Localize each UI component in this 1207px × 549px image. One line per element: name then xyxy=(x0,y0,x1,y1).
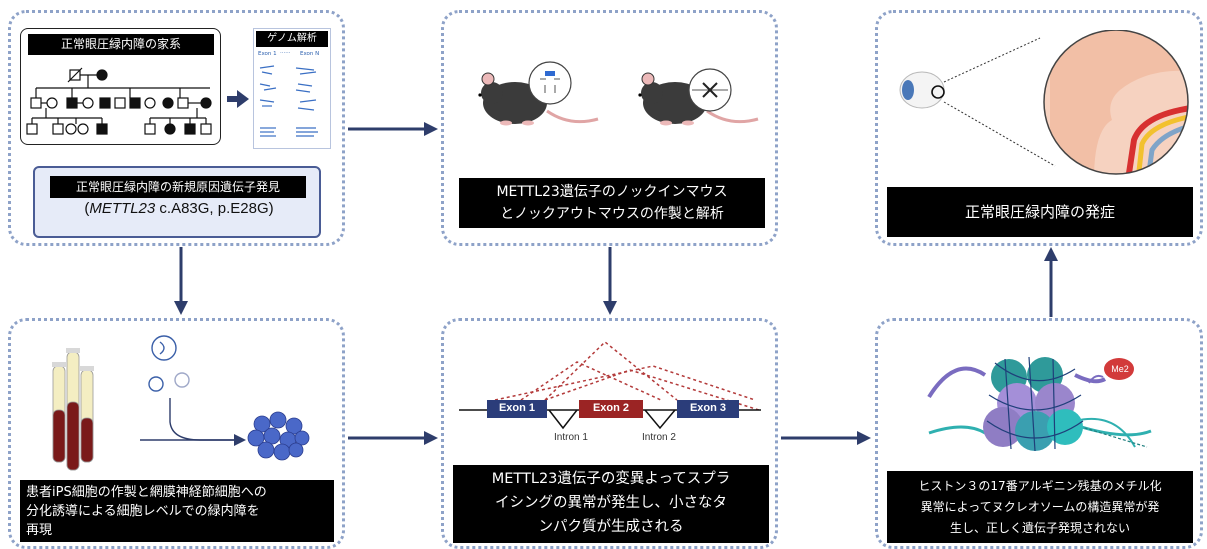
arrow-splicing-to-histone xyxy=(781,431,871,445)
me2-label: Me2 xyxy=(1111,364,1129,374)
exon-2-label: Exon 2 xyxy=(592,402,630,414)
eye-illustration xyxy=(899,30,1189,175)
exon-3-label: Exon 3 xyxy=(689,402,727,414)
discovery-variant: (METTL23 c.A83G, p.E28G) xyxy=(64,200,294,217)
arrow-family-to-mouse xyxy=(348,122,438,136)
mouse-caption-line1: METTL23遺伝子のノックインマウス xyxy=(496,184,728,200)
histone-caption-line3: 生し、正しく遺伝子発現されない xyxy=(949,521,1130,535)
exon-1-label: Exon 1 xyxy=(498,402,536,414)
genome-doc xyxy=(253,28,331,149)
genome-dots: ...... xyxy=(280,49,291,55)
histone-caption-line2: 異常によってヌクレオソームの構造異常が発 xyxy=(920,500,1160,514)
arrow-mouse-to-splicing xyxy=(603,247,617,315)
ips-caption-line2: 分化誘導による細胞レベルでの緑内障を xyxy=(26,504,260,519)
ips-caption: 患者iPS細胞の作製と網膜神経節細胞への 分化誘導による細胞レベルでの緑内障を … xyxy=(20,480,334,542)
sequence-reads xyxy=(259,65,318,137)
histone-caption-line1: ヒストン３の17番アルギニン残基のメチル化 xyxy=(918,479,1162,493)
genome-title: ゲノム解析 xyxy=(256,31,328,47)
splicing-caption-line3: ンパク質が生成される xyxy=(538,519,684,535)
family-title: 正常眼圧緑内障の家系 xyxy=(28,34,214,55)
arrow-histone-to-onset xyxy=(1044,247,1058,317)
ips-caption-line3: 再現 xyxy=(26,523,53,538)
arrow-ips-to-splicing xyxy=(348,431,438,445)
splicing-caption: METTL23遺伝子の変異よってスプラ イシングの異常が発生し、小さなタ ンパク… xyxy=(453,465,769,543)
blood-tubes-illustration xyxy=(52,348,94,471)
nucleosome-illustration xyxy=(927,356,1152,452)
genome-exon-n-label: Exon N xyxy=(300,51,320,57)
splicing-diagram xyxy=(459,341,761,430)
splicing-caption-line2: イシングの異常が発生し、小さなタ xyxy=(495,495,727,511)
intron-1-label: Intron 1 xyxy=(554,432,588,443)
arrow-family-to-ips xyxy=(174,247,188,315)
splicing-caption-line1: METTL23遺伝子の変異よってスプラ xyxy=(491,471,731,487)
variant-text: c.A83G, p.E28G) xyxy=(155,200,274,217)
intron-2-label: Intron 2 xyxy=(642,432,676,443)
pedigree-chart xyxy=(26,67,212,135)
gene-name: METTL23 xyxy=(89,200,156,217)
virus-to-ips-illustration xyxy=(140,335,310,461)
genome-exon-1-label: Exon 1 xyxy=(258,51,277,57)
onset-label: 正常眼圧緑内障の発症 xyxy=(887,187,1193,237)
ips-caption-line1: 患者iPS細胞の作製と網膜神経節細胞への xyxy=(26,485,267,500)
arrow-pedigree-to-genome xyxy=(227,90,249,108)
histone-caption: ヒストン３の17番アルギニン残基のメチル化 異常によってヌクレオソームの構造異常… xyxy=(887,471,1193,543)
mouse-caption-line2: とノックアウトマウスの作製と解析 xyxy=(500,206,724,222)
discovery-title: 正常眼圧緑内障の新規原因遺伝子発見 xyxy=(50,176,306,198)
knock-out-mouse-illustration xyxy=(638,68,759,126)
open-paren: ( xyxy=(84,200,90,217)
mouse-caption: METTL23遺伝子のノックインマウス とノックアウトマウスの作製と解析 xyxy=(459,178,765,228)
knock-in-mouse-illustration xyxy=(478,61,599,126)
